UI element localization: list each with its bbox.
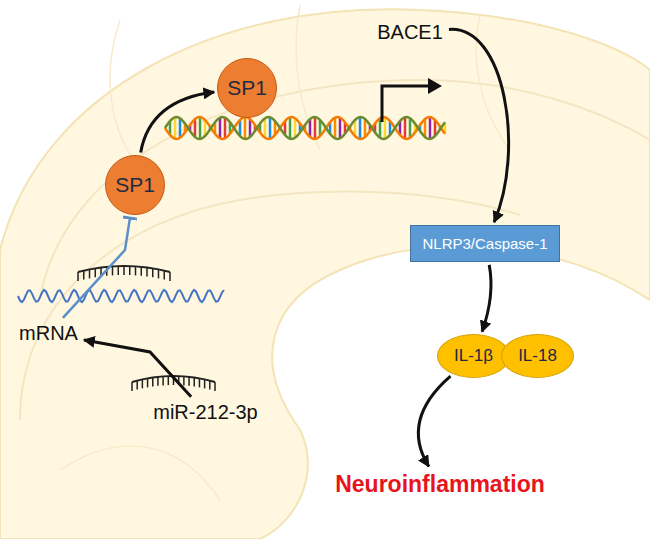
arrow-connector xyxy=(418,376,450,466)
promoter-arrowhead xyxy=(428,78,442,94)
arrow-connector xyxy=(482,265,491,332)
promoter-arrow xyxy=(382,86,430,122)
node-text: IL-1β xyxy=(454,346,493,366)
cytokine-oval: IL-1β xyxy=(437,334,510,378)
arrow-connector xyxy=(84,340,191,397)
node-text: SP1 xyxy=(115,173,155,197)
mirna-label: miR-212-3p xyxy=(150,399,261,426)
cytokine-oval: IL-18 xyxy=(501,334,574,378)
node-text: mRNA xyxy=(19,322,78,345)
node-text: miR-212-3p xyxy=(153,401,257,424)
transcription-factor: SP1 xyxy=(217,58,277,118)
node-text: SP1 xyxy=(227,76,267,100)
mrna-label: mRNA xyxy=(16,320,81,347)
transcription-factor: SP1 xyxy=(105,155,165,215)
node-text: NLRP3/Caspase-1 xyxy=(422,235,547,252)
gene-label: BACE1 xyxy=(374,19,446,46)
outcome-label: Neuroinflammation xyxy=(332,469,548,500)
process-box: NLRP3/Caspase-1 xyxy=(410,225,560,262)
arrow-connector xyxy=(141,92,215,152)
node-text: Neuroinflammation xyxy=(335,471,545,498)
node-text: IL-18 xyxy=(518,346,557,366)
brain-region xyxy=(0,9,650,539)
mirna-bound xyxy=(78,266,170,281)
inhibition-connector xyxy=(63,218,130,318)
node-text: BACE1 xyxy=(377,21,443,44)
mrna-strand xyxy=(18,290,224,302)
brain-inner-fold xyxy=(40,80,650,300)
dna-helix xyxy=(165,117,445,139)
arrow-connector xyxy=(449,29,509,222)
